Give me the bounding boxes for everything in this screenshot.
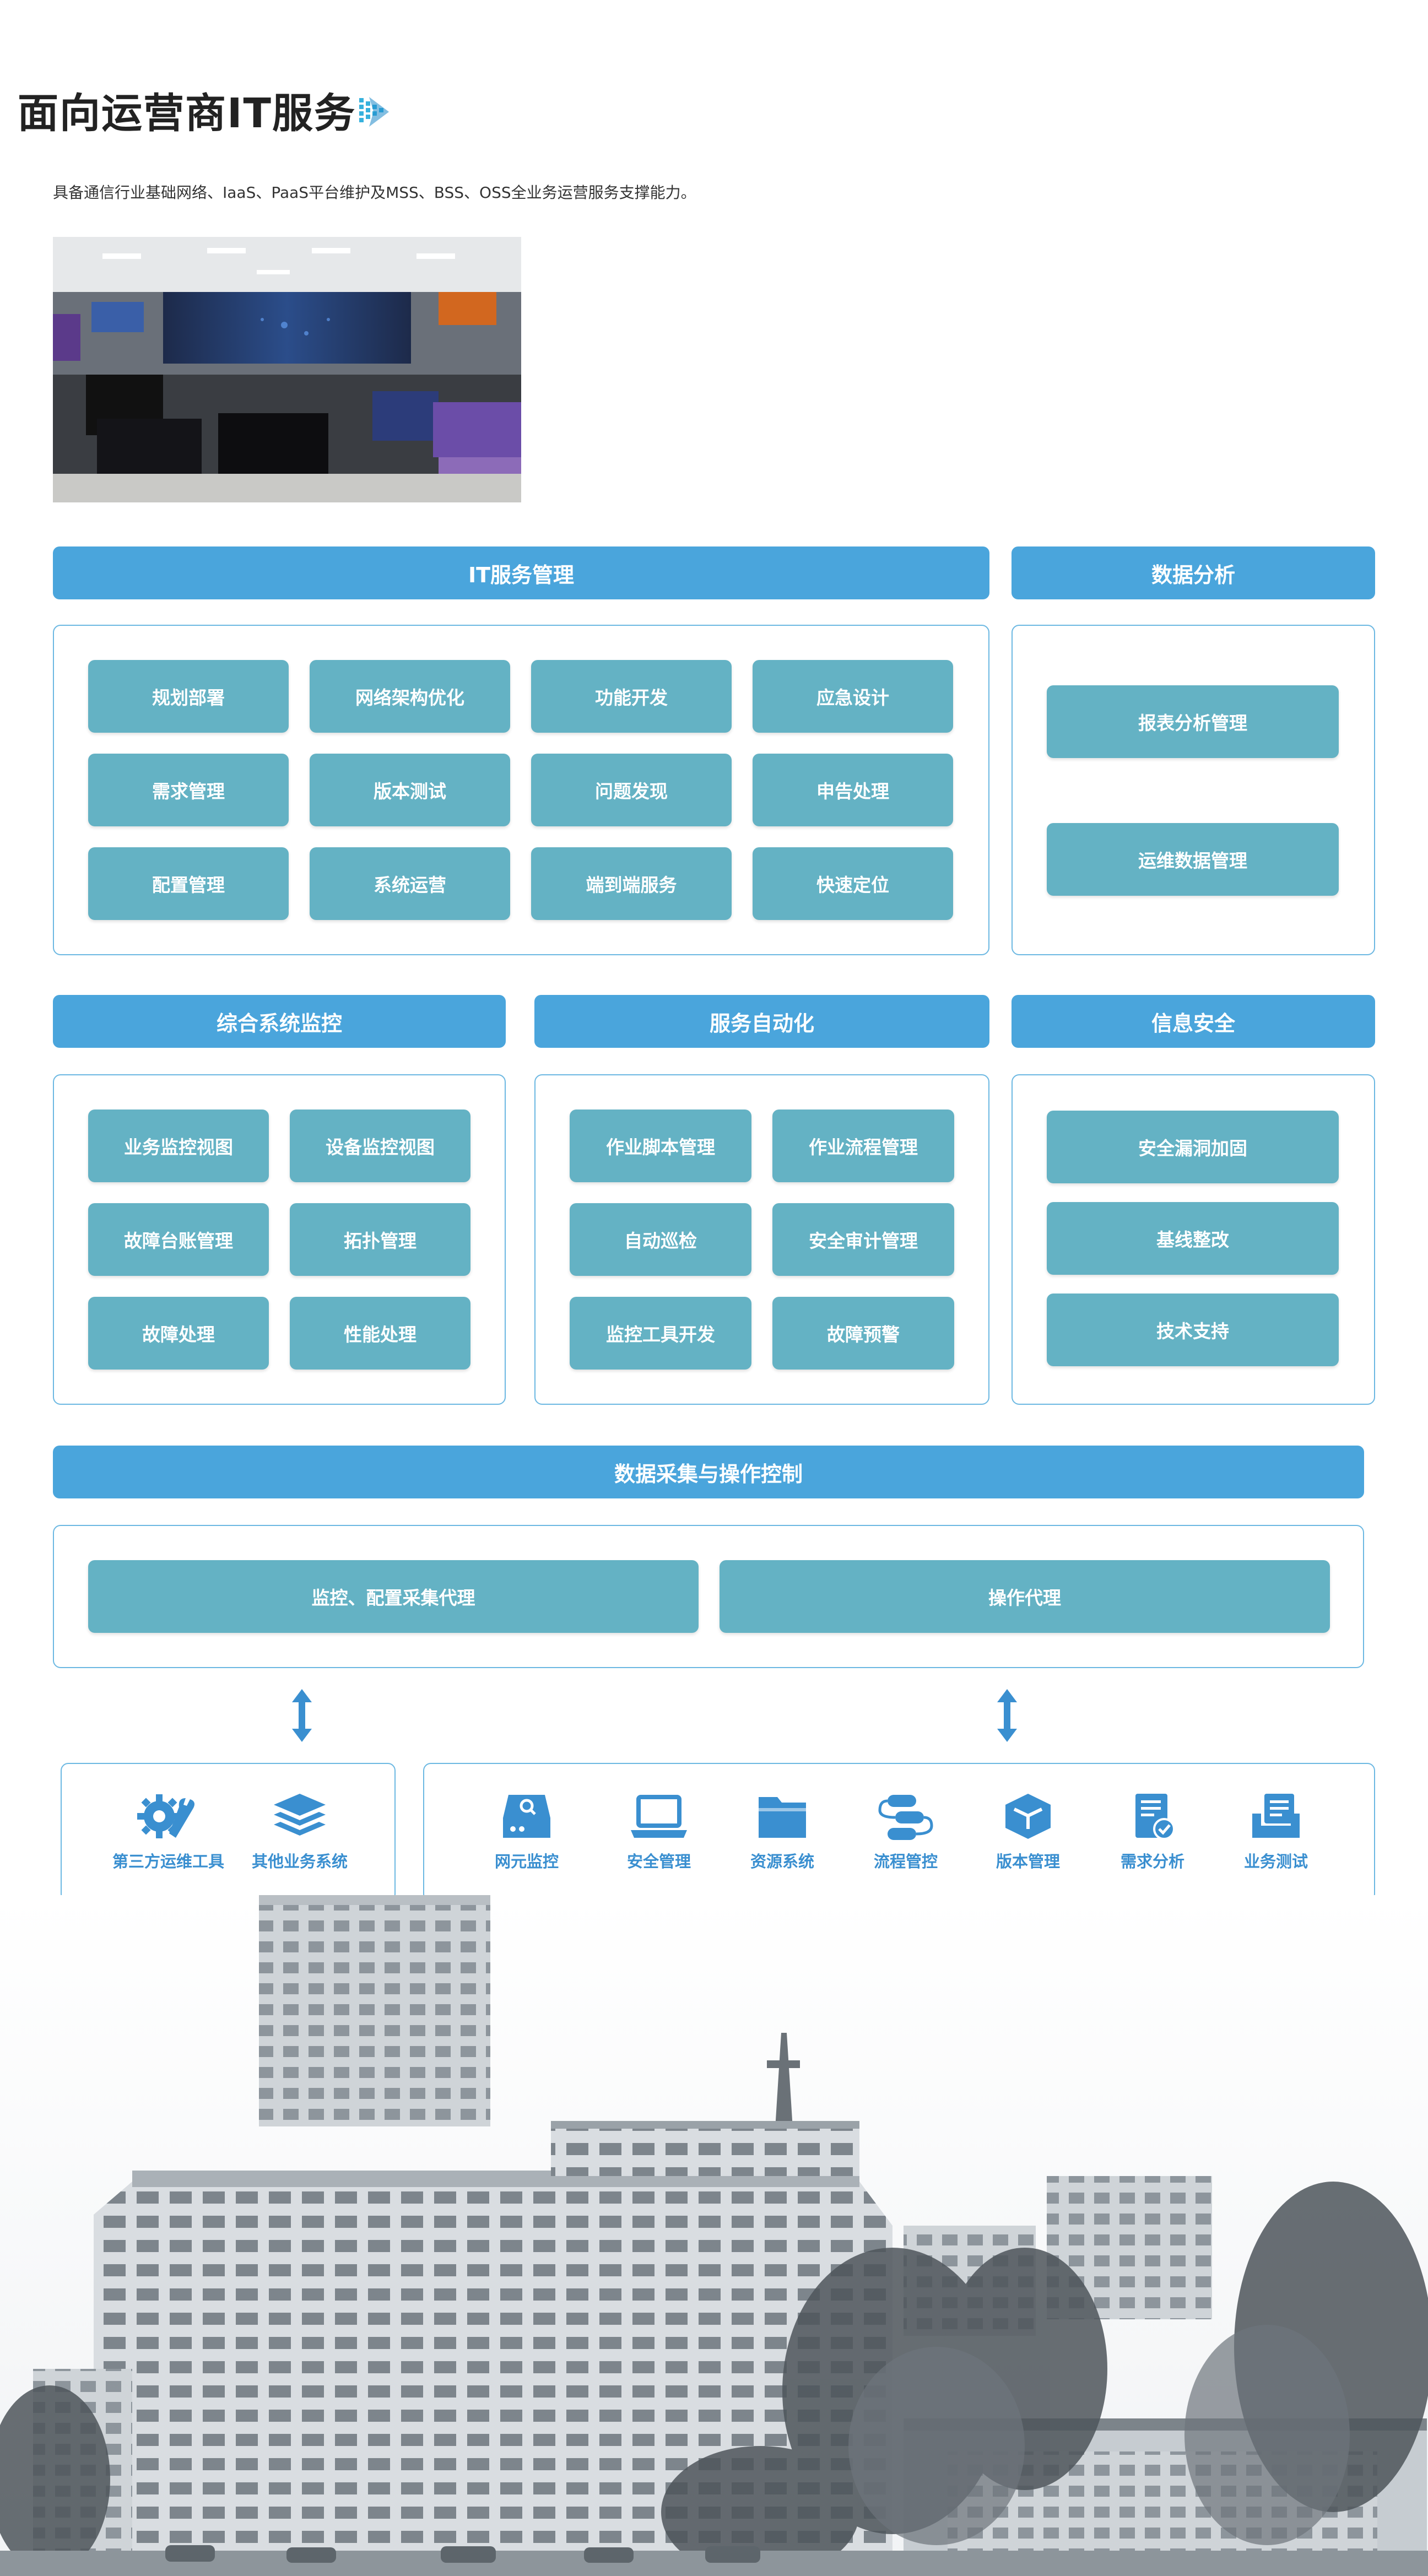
tile-version-test[interactable]: 版本测试 [310,754,510,826]
tile-auto-inspection[interactable]: 自动巡检 [570,1203,751,1276]
tile-vuln-hardening[interactable]: 安全漏洞加固 [1047,1111,1339,1183]
source-label: 第三方运维工具 [112,1852,225,1871]
tile-network-optimize[interactable]: 网络架构优化 [310,660,510,733]
tile-requirement-mgmt[interactable]: 需求管理 [88,754,289,826]
data-analysis-header: 数据分析 [1012,546,1375,599]
tile-problem-discovery[interactable]: 问题发现 [531,754,732,826]
control-room-photo [53,237,521,502]
tile-collection-agent[interactable]: 监控、配置采集代理 [88,1560,699,1633]
source-other-systems[interactable]: 其他业务系统 [245,1792,355,1872]
source-label: 资源系统 [750,1852,814,1871]
source-business-test[interactable]: 业务测试 [1221,1792,1331,1872]
tile-report-analysis[interactable]: 报表分析管理 [1047,685,1339,758]
source-label: 其他业务系统 [251,1852,348,1871]
page-title: 面向运营商IT服务 [18,90,356,137]
tile-fault-handling[interactable]: 故障处理 [88,1297,269,1370]
company-building-photo [0,1895,1428,2576]
tile-system-ops[interactable]: 系统运营 [310,847,510,920]
source-label: 业务测试 [1243,1852,1308,1871]
source-label: 网元监控 [494,1852,559,1871]
source-label: 版本管理 [996,1852,1060,1871]
tile-fast-locate[interactable]: 快速定位 [753,847,953,920]
tile-fault-ledger[interactable]: 故障台账管理 [88,1203,269,1276]
source-label: 流程管控 [873,1852,938,1871]
flow-icon [878,1795,933,1840]
tile-emergency-design[interactable]: 应急设计 [753,660,953,733]
source-third-party-tools[interactable]: 第三方运维工具 [112,1792,225,1872]
tile-complaint-handling[interactable]: 申告处理 [753,754,953,826]
clipboard-stack-icon [1252,1794,1300,1838]
automation-panel: 作业脚本管理 作业流程管理 自动巡检 安全审计管理 监控工具开发 故障预警 [534,1074,989,1405]
tile-tech-support[interactable]: 技术支持 [1047,1294,1339,1366]
internal-sources-panel: 网元监控 安全管理 资源系统 流程管控 版本管理 [423,1763,1375,1902]
tile-monitor-tool-dev[interactable]: 监控工具开发 [570,1297,751,1370]
source-process-control[interactable]: 流程管控 [851,1792,961,1872]
source-version-mgmt[interactable]: 版本管理 [973,1792,1083,1872]
tile-feature-dev[interactable]: 功能开发 [531,660,732,733]
double-arrow-left-icon [292,1689,312,1742]
tile-plan-deploy[interactable]: 规划部署 [88,660,289,733]
tile-device-monitor-view[interactable]: 设备监控视图 [290,1110,470,1182]
laptop-icon [631,1795,687,1838]
tile-ops-data[interactable]: 运维数据管理 [1047,823,1339,896]
source-requirement-analysis[interactable]: 需求分析 [1097,1792,1208,1872]
monitoring-panel: 业务监控视图 设备监控视图 故障台账管理 拓扑管理 故障处理 性能处理 [53,1074,506,1405]
tile-operation-agent[interactable]: 操作代理 [720,1560,1330,1633]
intro-text: 具备通信行业基础网络、IaaS、PaaS平台维护及MSS、BSS、OSS全业务运… [53,183,696,202]
automation-header: 服务自动化 [534,995,989,1048]
tile-security-audit[interactable]: 安全审计管理 [772,1203,954,1276]
security-header: 信息安全 [1012,995,1375,1048]
tile-config-mgmt[interactable]: 配置管理 [88,847,289,920]
data-collection-header: 数据采集与操作控制 [53,1446,1364,1498]
source-ne-monitor[interactable]: 网元监控 [472,1792,582,1872]
monitoring-header: 综合系统监控 [53,995,506,1048]
data-collection-panel: 监控、配置采集代理 操作代理 [53,1525,1364,1668]
source-label: 需求分析 [1120,1852,1184,1871]
tile-end-to-end[interactable]: 端到端服务 [531,847,732,920]
tile-business-monitor-view[interactable]: 业务监控视图 [88,1110,269,1182]
it-service-header: IT服务管理 [53,546,989,599]
tile-baseline-fix[interactable]: 基线整改 [1047,1202,1339,1275]
it-service-panel: 规划部署 网络架构优化 功能开发 应急设计 需求管理 版本测试 问题发现 申告处… [53,625,989,955]
source-resource-system[interactable]: 资源系统 [727,1792,837,1872]
security-panel: 安全漏洞加固 基线整改 技术支持 [1012,1074,1375,1405]
layers-icon [274,1794,326,1836]
source-label: 安全管理 [626,1852,691,1871]
source-security-mgmt[interactable]: 安全管理 [604,1792,714,1872]
tile-fault-warning[interactable]: 故障预警 [772,1297,954,1370]
data-analysis-panel: 报表分析管理 运维数据管理 [1012,625,1375,955]
cube-icon [1005,1794,1051,1839]
external-sources-panel: 第三方运维工具 其他业务系统 [61,1763,396,1902]
tile-script-mgmt[interactable]: 作业脚本管理 [570,1110,751,1182]
chevron-right-icon [359,97,389,127]
folder-icon [759,1797,806,1838]
document-check-icon [1135,1794,1175,1840]
drive-search-icon [503,1795,550,1838]
tile-performance-handling[interactable]: 性能处理 [290,1297,470,1370]
gears-icon [137,1794,194,1838]
tile-workflow-mgmt[interactable]: 作业流程管理 [772,1110,954,1182]
tile-topology-mgmt[interactable]: 拓扑管理 [290,1203,470,1276]
double-arrow-right-icon [997,1689,1017,1742]
